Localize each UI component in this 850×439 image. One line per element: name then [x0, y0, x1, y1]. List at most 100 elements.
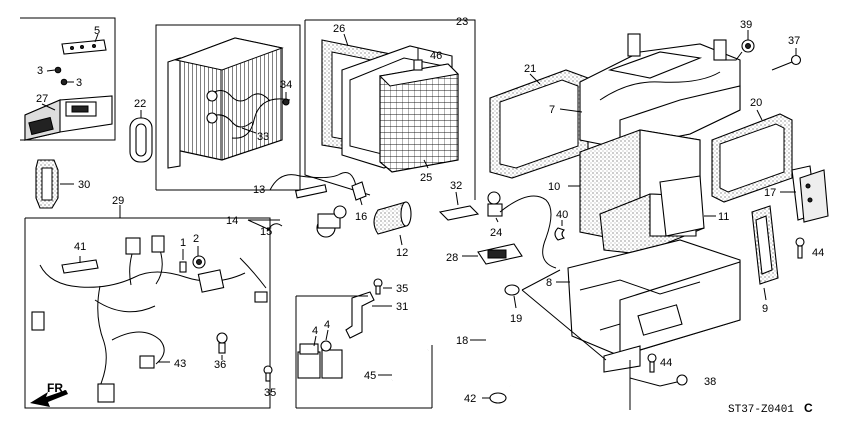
- air-filter-element-part: [378, 63, 460, 173]
- gasket-part: [35, 159, 59, 209]
- expansion-valve-part: [316, 205, 347, 238]
- callout-35: 35: [396, 283, 408, 295]
- callout-32: 32: [450, 180, 462, 192]
- callout-46: 46: [430, 50, 442, 62]
- clip-part: [282, 98, 290, 106]
- air-box-part: [599, 175, 705, 255]
- fuse-part: [179, 261, 187, 273]
- callout-27: 27: [36, 93, 48, 105]
- callout-14: 14: [226, 215, 238, 227]
- callout-20: 20: [750, 97, 762, 109]
- mode-lever-part: [791, 165, 829, 223]
- callout-21: 21: [524, 63, 536, 75]
- resistor-part: [438, 205, 480, 221]
- callout-30: 30: [78, 179, 90, 191]
- callout-26: 26: [333, 23, 345, 35]
- callout-2: 2: [193, 233, 199, 245]
- callout-29: 29: [112, 195, 124, 207]
- clip-part: [413, 59, 423, 71]
- callout-11: 11: [718, 211, 729, 223]
- motor-actuator-group: [438, 191, 566, 404]
- climate-control-unit-part: [24, 95, 113, 141]
- callout-9: 9: [762, 303, 768, 315]
- callout-41: 41: [74, 241, 86, 253]
- motor-connector-part: [477, 243, 523, 265]
- bracket-part: [61, 259, 99, 274]
- wire-harness-group: [24, 205, 271, 409]
- screw-part: [771, 54, 802, 71]
- callout-3: 3: [76, 77, 82, 89]
- evaporator-group: [129, 24, 301, 191]
- wire-harness-part: [31, 235, 268, 403]
- filter-group: [304, 19, 476, 200]
- callout-37: 37: [788, 35, 800, 47]
- callout-10: 10: [548, 181, 560, 193]
- callout-34: 34: [280, 79, 292, 91]
- callout-1: 1: [180, 237, 186, 249]
- callout-43: 43: [174, 358, 186, 370]
- retainer-clip-part: [554, 227, 566, 241]
- door-flap-part: [751, 205, 779, 285]
- callout-5: 5: [94, 25, 100, 37]
- callout-36: 36: [214, 359, 226, 371]
- callout-24: 24: [490, 227, 502, 239]
- evaporator-core-part: [167, 37, 291, 169]
- callout-13: 13: [253, 184, 265, 196]
- insulation-tape-part: [373, 201, 412, 235]
- callout-38: 38: [704, 376, 716, 388]
- label-plate-part: [61, 39, 107, 55]
- callout-33: 33: [257, 131, 269, 143]
- callout-35: 35: [264, 387, 276, 399]
- screw-part: [54, 66, 68, 86]
- hose-clamp-part: [504, 284, 520, 296]
- callout-40: 40: [556, 209, 568, 221]
- front-direction-label: FR.: [47, 381, 66, 395]
- diagram-code: ST37-Z0401: [728, 404, 794, 416]
- callout-15: 15: [260, 226, 272, 238]
- callout-25: 25: [420, 172, 432, 184]
- callout-4: 4: [324, 319, 330, 331]
- seal-frame-part: [489, 69, 589, 179]
- seal-ring-part: [129, 117, 153, 163]
- bolt-part: [659, 374, 688, 387]
- relay-part: [320, 340, 343, 379]
- callout-18: 18: [456, 335, 468, 347]
- callout-7: 7: [549, 104, 555, 116]
- upper-case-part: [579, 33, 741, 149]
- bolt-part: [373, 278, 383, 295]
- relay-bracket-part: [345, 291, 375, 339]
- callout-8: 8: [546, 277, 552, 289]
- seal-frame-part: [711, 113, 793, 203]
- control-unit-group: [20, 17, 116, 141]
- callout-19: 19: [510, 313, 522, 325]
- diagram-code-suffix: C: [804, 401, 813, 415]
- screw-part: [647, 353, 657, 373]
- insulator-pad-part: [351, 181, 367, 201]
- motor-part: [487, 191, 557, 269]
- screw-part: [263, 365, 273, 382]
- callout-23: 23: [456, 16, 468, 28]
- callout-3: 3: [37, 65, 43, 77]
- callout-31: 31: [396, 301, 408, 313]
- callout-44: 44: [812, 247, 824, 259]
- relay-group: [263, 278, 433, 409]
- hose-clamp-part: [489, 392, 507, 404]
- callout-45: 45: [364, 370, 376, 382]
- callout-16: 16: [355, 211, 367, 223]
- callout-12: 12: [396, 247, 408, 259]
- lower-case-part: [567, 239, 741, 373]
- callout-44: 44: [660, 357, 672, 369]
- grommet-part: [741, 39, 755, 53]
- front-direction-arrow: [30, 390, 68, 407]
- callout-4: 4: [312, 325, 318, 337]
- screw-part: [795, 237, 805, 259]
- sub-harness-part: [111, 331, 165, 365]
- relay-part: [297, 343, 321, 379]
- callout-17: 17: [764, 187, 776, 199]
- callout-labels: 5 3 3 27 22 34 33 13 26 23 46 25 30 29 1…: [36, 16, 824, 416]
- callout-42: 42: [464, 393, 476, 405]
- expansion-valve-group: [247, 172, 412, 246]
- callout-28: 28: [446, 252, 458, 264]
